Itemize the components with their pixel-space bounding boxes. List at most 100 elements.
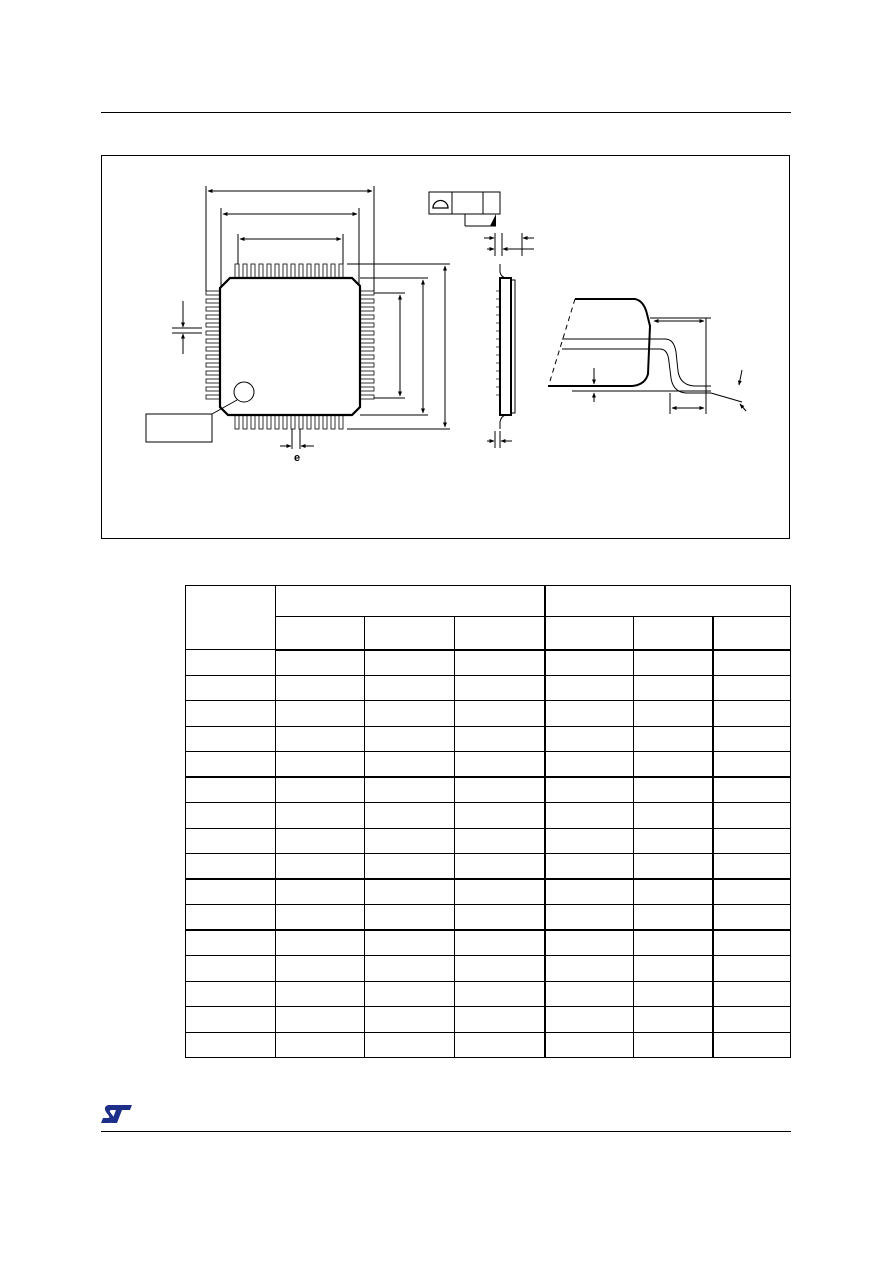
table-cell (364, 929, 455, 956)
table-cell (364, 827, 455, 854)
table-cell (633, 1031, 713, 1058)
coplanarity-symbol (428, 191, 501, 227)
table-cell (275, 904, 365, 931)
table-cell (454, 649, 545, 676)
table-row (185, 929, 791, 956)
table-cell (364, 853, 455, 880)
table-cell (275, 980, 365, 1007)
table-cell (711, 955, 791, 982)
table-cell (364, 751, 455, 778)
subheader-cell (454, 616, 545, 651)
table-cell (543, 802, 634, 829)
table-cell (454, 878, 545, 905)
side-view (484, 233, 534, 448)
table-cell (185, 980, 276, 1007)
table-cell (633, 776, 713, 803)
header-group-inches (543, 585, 791, 617)
table-cell (454, 725, 545, 752)
table-cell (364, 1031, 455, 1058)
left-leads (205, 290, 221, 400)
table-cell (543, 1006, 634, 1033)
table-cell (633, 700, 713, 727)
right-leads (359, 290, 375, 400)
table-cell (633, 725, 713, 752)
table-cell (711, 1006, 791, 1033)
table-subheader-row (186, 616, 791, 651)
pin1-leader (211, 399, 238, 415)
table-cell (185, 827, 276, 854)
table-cell (185, 674, 276, 701)
table-cell (454, 776, 545, 803)
table-cell (633, 980, 713, 1007)
table-cell (275, 853, 365, 880)
table-cell (711, 1031, 791, 1058)
table-row (185, 980, 791, 1007)
table-cell (543, 980, 634, 1007)
table-cell (454, 904, 545, 931)
table-cell (185, 649, 276, 676)
table-row (185, 827, 791, 854)
table-cell (711, 802, 791, 829)
table-cell (711, 878, 791, 905)
table-cell (364, 725, 455, 752)
package-outline-figure: e (101, 155, 790, 539)
package-drawing: e (145, 186, 747, 464)
table-cell (364, 674, 455, 701)
table-cell (364, 700, 455, 727)
table-cell (454, 802, 545, 829)
table-cell (633, 802, 713, 829)
table-row (185, 955, 791, 982)
table-row (185, 904, 791, 931)
table-cell (633, 1006, 713, 1033)
table-cell (543, 853, 634, 880)
top-leads (234, 263, 344, 279)
subheader-cell (543, 616, 634, 651)
table-cell (711, 649, 791, 676)
table-cell (364, 1006, 455, 1033)
table-cell (275, 725, 365, 752)
table-cell (185, 776, 276, 803)
table-cell (275, 1006, 365, 1033)
table-cell (454, 929, 545, 956)
table-cell (185, 878, 276, 905)
table-row (185, 700, 791, 727)
table-cell (711, 776, 791, 803)
table-cell (364, 878, 455, 905)
table-cell (364, 904, 455, 931)
table-cell (633, 878, 713, 905)
table-cell (711, 751, 791, 778)
table-cell (275, 776, 365, 803)
table-cell (454, 980, 545, 1007)
table-cell (275, 878, 365, 905)
table-row (185, 1031, 791, 1058)
table-cell (711, 700, 791, 727)
table-cell (633, 751, 713, 778)
table-cell (454, 751, 545, 778)
table-cell (185, 1006, 276, 1033)
table-cell (543, 929, 634, 956)
table-cell (543, 751, 634, 778)
table-cell (633, 649, 713, 676)
table-cell (364, 802, 455, 829)
table-cell (454, 674, 545, 701)
table-row (185, 853, 791, 880)
table-cell (711, 929, 791, 956)
table-cell (711, 853, 791, 880)
table-cell (185, 929, 276, 956)
table-row (185, 1006, 791, 1033)
pin1-callout-box (145, 413, 213, 443)
table-cell (543, 904, 634, 931)
top-dimension-lines (205, 186, 375, 291)
right-dimension-lines (347, 263, 450, 430)
table-header-group-row (185, 585, 791, 650)
footer-rule (101, 1131, 791, 1132)
table-cell (364, 955, 455, 982)
table-cell (275, 751, 365, 778)
table-cell (275, 802, 365, 829)
table-cell (185, 725, 276, 752)
table-cell (275, 827, 365, 854)
table-cell (454, 1031, 545, 1058)
table-row (185, 674, 791, 701)
subheader-cell (364, 616, 455, 651)
table-cell (364, 980, 455, 1007)
